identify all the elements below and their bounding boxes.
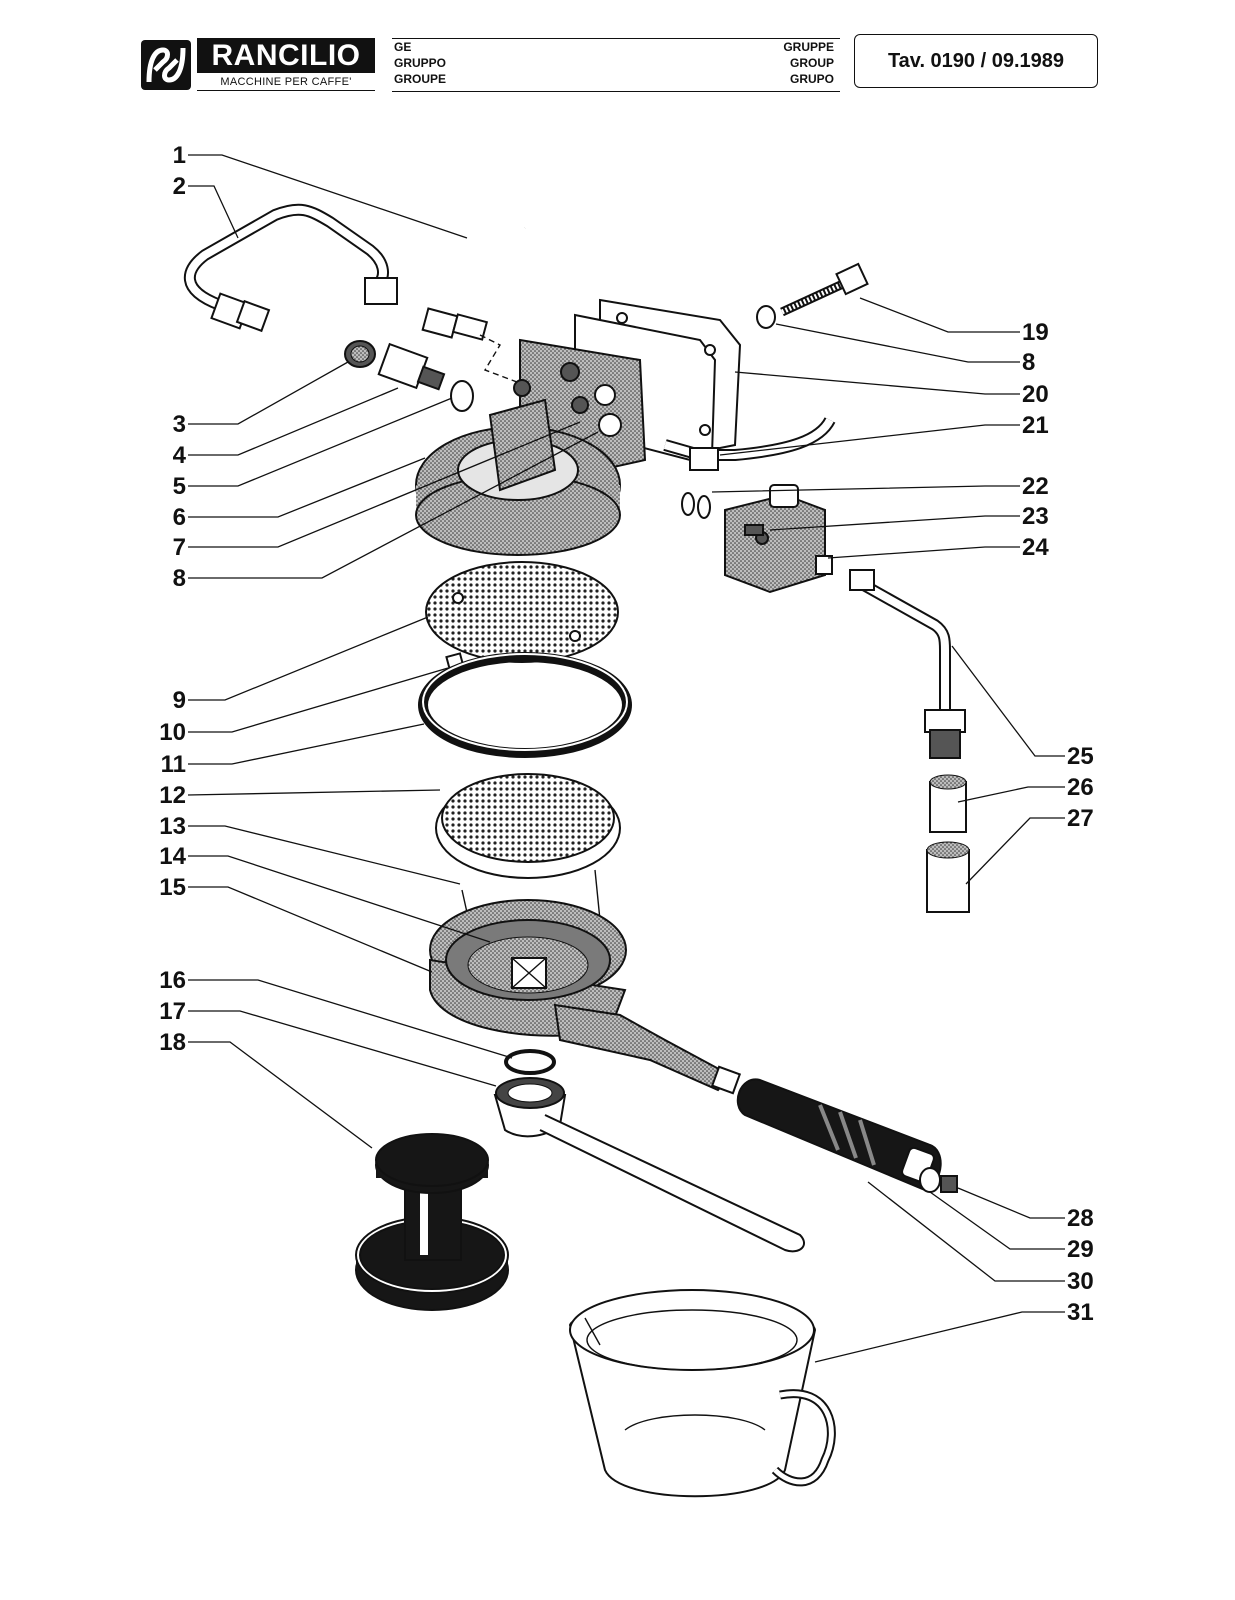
callout-24: 24 xyxy=(1022,534,1049,561)
part-8-washer-top xyxy=(756,305,776,329)
callout-20: 20 xyxy=(1022,381,1049,408)
part-29-washer xyxy=(919,1167,941,1193)
part-22-o-rings xyxy=(681,492,711,519)
callout-8: 8 xyxy=(173,565,186,592)
callout-21: 21 xyxy=(1022,412,1049,439)
drawing-reference: Tav. 0190 / 09.1989 xyxy=(854,34,1098,88)
part-11-gasket xyxy=(418,652,632,758)
callout-8-right: 8 xyxy=(1022,349,1035,376)
part-9-shower-screen xyxy=(425,561,619,663)
title-en: GROUP xyxy=(789,56,834,70)
leader-lines xyxy=(187,154,1065,1363)
callout-31: 31 xyxy=(1067,1299,1094,1326)
callout-3: 3 xyxy=(173,411,186,438)
part-26-nut xyxy=(929,774,967,833)
callout-29: 29 xyxy=(1067,1236,1094,1263)
callout-6: 6 xyxy=(173,504,186,531)
callout-7: 7 xyxy=(173,534,186,561)
part-1-pipe xyxy=(408,224,527,341)
callout-5: 5 xyxy=(173,473,186,500)
callout-13: 13 xyxy=(159,813,186,840)
callout-18: 18 xyxy=(159,1029,186,1056)
part-28-nut xyxy=(940,1175,958,1193)
title-de-right: GRUPPE xyxy=(783,40,834,54)
callout-28: 28 xyxy=(1067,1205,1094,1232)
title-es: GRUPO xyxy=(789,72,834,86)
callout-19: 19 xyxy=(1022,319,1049,346)
part-19-screw xyxy=(780,262,869,317)
callout-27: 27 xyxy=(1067,805,1094,832)
callouts-left: 1 2 3 4 5 6 7 8 9 10 11 12 13 14 15 16 1… xyxy=(159,142,186,1056)
callout-25: 25 xyxy=(1067,743,1094,770)
callout-2: 2 xyxy=(173,173,186,200)
title-fr: GROUPE xyxy=(394,72,447,86)
callout-26: 26 xyxy=(1067,774,1094,801)
callout-9: 9 xyxy=(173,687,186,714)
callout-23: 23 xyxy=(1022,503,1049,530)
part-3-filter-cap xyxy=(344,340,376,368)
part-2-pipe xyxy=(184,203,398,333)
part-24-valve-fitting xyxy=(815,555,833,575)
rancilio-logo-icon xyxy=(141,40,191,90)
title-it: GRUPPO xyxy=(394,56,447,70)
part-12-filter-basket xyxy=(435,773,621,879)
part-27-sleeve xyxy=(926,841,970,913)
part-14-bolt xyxy=(511,957,547,989)
part-30-handle xyxy=(736,1078,942,1192)
brand-name: RANCILIO xyxy=(197,38,375,73)
part-15-portafilter xyxy=(429,899,742,1095)
brand-subtitle: MACCHINE PER CAFFE' xyxy=(197,74,375,91)
part-6-group-body xyxy=(415,338,647,556)
callout-22: 22 xyxy=(1022,473,1049,500)
callout-10: 10 xyxy=(159,719,186,746)
part-5-washer xyxy=(450,380,474,412)
callout-14: 14 xyxy=(159,843,186,870)
title-de: GE xyxy=(394,40,412,54)
callout-15: 15 xyxy=(159,874,186,901)
callout-30: 30 xyxy=(1067,1268,1094,1295)
callout-16: 16 xyxy=(159,967,186,994)
part-23-valve-block xyxy=(724,484,826,594)
callout-11: 11 xyxy=(161,751,186,778)
part-21-pipe xyxy=(663,416,836,471)
callout-4: 4 xyxy=(173,442,187,469)
part-25-pipe xyxy=(849,569,966,759)
callout-17: 17 xyxy=(159,998,186,1025)
callout-12: 12 xyxy=(159,782,186,809)
part-31-cup xyxy=(568,1289,836,1498)
callout-1: 1 xyxy=(173,142,186,169)
callouts-right: 19 8 20 21 22 23 24 25 26 27 28 29 30 31 xyxy=(1022,319,1094,1326)
part-17-spout xyxy=(493,1077,805,1253)
part-16-o-ring xyxy=(504,1049,556,1075)
part-4-jet-holder xyxy=(377,342,446,391)
title-block: GE GRUPPO GROUPE GRUPPE GROUP GRUPO xyxy=(392,38,840,92)
drawing-header: RANCILIO MACCHINE PER CAFFE' GE GRUPPO G… xyxy=(0,0,1235,110)
part-18-tamper xyxy=(355,1133,509,1311)
